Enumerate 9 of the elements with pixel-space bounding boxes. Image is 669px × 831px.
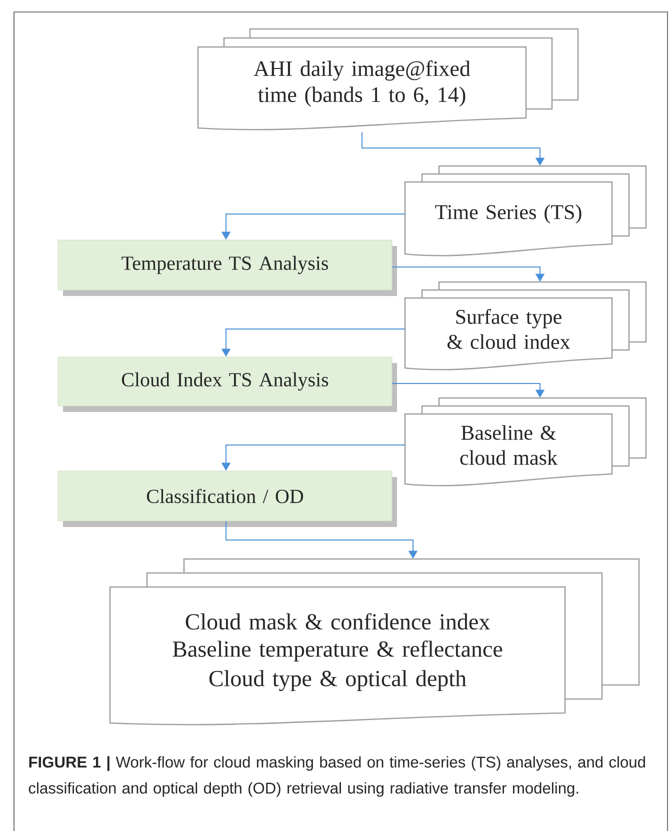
caption: FIGURE 1 | Work-flow for cloud masking based on time-series (TS) analyses, and cloud classification and optical depth (OD) retrieval using radiative transfer modeling. (28, 756, 645, 797)
document-stack: Surface type & cloud index (404, 281, 647, 370)
document-stack: Cloud mask & confidence index Baseline temperature & reflectance Cloud type & optical depth (109, 558, 640, 726)
process-box: Cloud Index TS Analysis (58, 356, 397, 412)
document-stack: Time Series (TS) (404, 165, 647, 256)
document-stack: Baseline & cloud mask (404, 397, 647, 486)
document-stack: AHI daily image@fixed time (bands 1 to 6, 14) (197, 28, 579, 130)
process-box: Temperature TS Analysis (58, 240, 397, 296)
process-box: Classification / OD (58, 470, 397, 527)
